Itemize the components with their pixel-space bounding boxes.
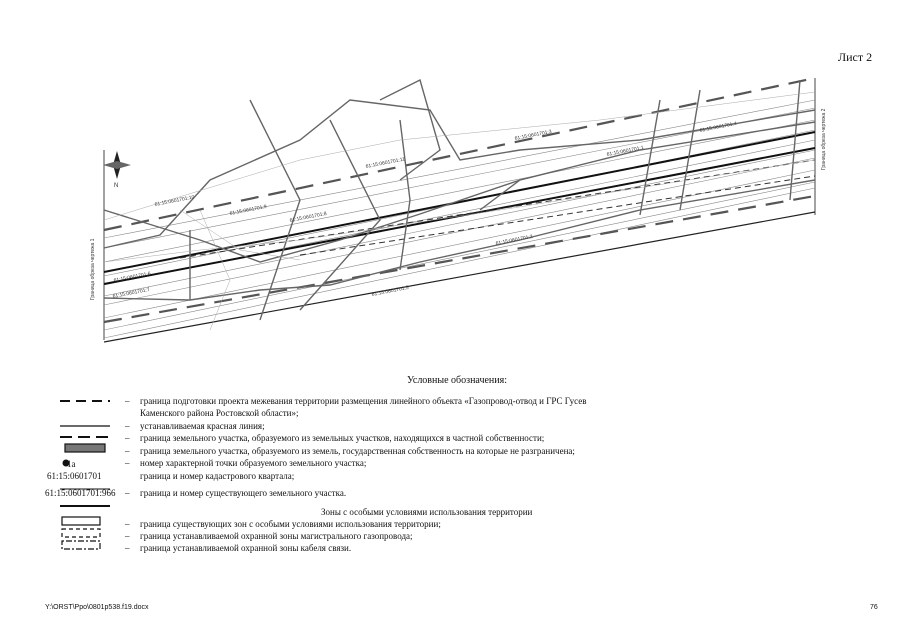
parcel-label: 61:15:0601701:10	[154, 194, 195, 208]
cadastral-map: N 61:15:0601701:3 61:15:0601701:1 61:15:…	[90, 76, 827, 343]
parcel-labels: 61:15:0601701:3 61:15:0601701:1 61:15:06…	[112, 121, 737, 300]
legend-item: устанавливаемая красная линия;	[140, 421, 265, 431]
legend-item: граница и номер кадастрового квартала;	[140, 471, 295, 481]
legend-item: Каменского района Ростовской области»;	[140, 408, 299, 418]
legend-item: граница земельного участка, образуемого …	[140, 433, 545, 443]
side-label-right: Граница обреза чертежа 2	[821, 108, 827, 170]
parcel-label: 61:15:0601701:1	[606, 145, 644, 158]
zone-item: граница устанавливаемой охранной зоны ка…	[140, 543, 352, 553]
parcel-label: 61:15:0601701:8	[289, 211, 327, 224]
zone-item: граница устанавливаемой охранной зоны ма…	[140, 531, 413, 541]
parcel-label: 61:15:0601701:4	[699, 121, 737, 134]
footer-file-path: Y:\ORST\Ppo\0801p538.f19.docx	[45, 604, 149, 611]
zone-lines	[103, 78, 816, 321]
north-arrow-icon: N	[103, 151, 131, 189]
zone-item: граница существующих зон с особыми услов…	[140, 519, 441, 529]
zone-symbols	[61, 516, 101, 550]
legend-item: граница подготовки проекта межевания тер…	[140, 396, 587, 406]
parcel-label: 61:15:0601701:3	[514, 129, 552, 142]
parcel-label: 61:15:0601701:11	[365, 156, 406, 170]
bottom-boundary	[103, 211, 816, 343]
parcel-label: 61:15:0601701:5	[371, 285, 409, 298]
red-line	[103, 131, 816, 285]
background-lines	[103, 91, 816, 331]
parcel-borders	[179, 159, 816, 259]
sheet-label: Лист 2	[838, 50, 873, 64]
project-boundary	[103, 76, 816, 324]
page-number: 76	[870, 604, 878, 611]
legend-symbols	[60, 400, 110, 507]
parcel-number: 61:15:0601701:966	[45, 488, 116, 498]
point-label: 1а	[67, 459, 76, 469]
zones-title: Зоны с особыми условиями использования т…	[321, 507, 533, 517]
quarter-number: 61:15:0601701	[47, 471, 102, 481]
legend-title: Условные обозначения:	[407, 375, 508, 386]
side-label-left: Граница обреза чертежа 1	[90, 238, 96, 300]
legend-item: граница земельного участка, образуемого …	[140, 446, 575, 456]
legend-item: граница и номер существующего земельного…	[140, 488, 347, 498]
legend-item: номер характерной точки образуемого земе…	[140, 458, 367, 468]
north-label: N	[114, 183, 118, 189]
parcel-label: 61:15:0601701:2	[495, 234, 533, 247]
parcel-label: 61:15:0601701:9	[229, 204, 267, 217]
road-corridor-lines	[103, 99, 816, 339]
